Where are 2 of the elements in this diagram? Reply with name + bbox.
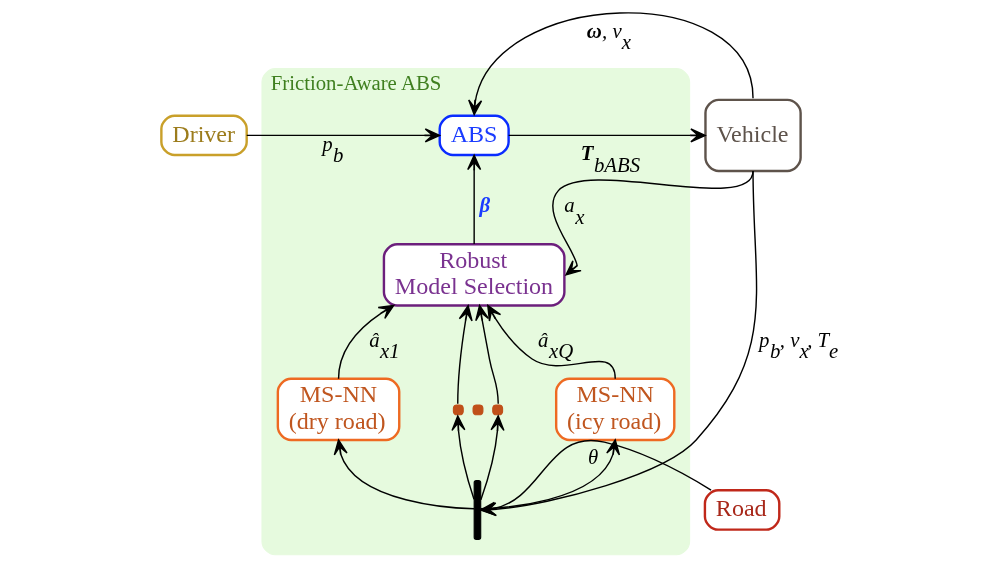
edge-label: θ — [587, 444, 598, 468]
edge-label: β — [479, 193, 490, 217]
